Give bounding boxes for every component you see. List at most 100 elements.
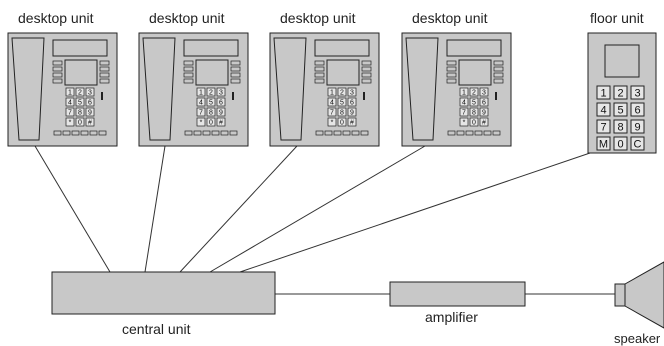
top-display <box>183 39 239 57</box>
soft-key <box>446 60 457 66</box>
keypad-key-label: 4 <box>330 100 334 107</box>
keypad-key <box>216 107 226 117</box>
floor-key-label: 0 <box>617 139 623 151</box>
indicator <box>101 92 103 100</box>
floor-unit-label: floor unit <box>590 10 644 26</box>
soft-key <box>99 78 110 84</box>
keypad-key-label: 6 <box>350 100 354 107</box>
keypad-key-label: 3 <box>219 90 223 97</box>
handset <box>11 37 45 141</box>
soft-key <box>361 66 372 72</box>
keypad-key <box>327 97 337 107</box>
keypad-key-label: 6 <box>219 100 223 107</box>
keypad-key <box>479 87 489 97</box>
function-key <box>483 130 492 136</box>
floor-key-label: 4 <box>600 105 606 117</box>
keypad-key-label: 5 <box>209 100 213 107</box>
speaker-cone <box>624 261 664 329</box>
keypad-key <box>75 117 85 127</box>
soft-key <box>99 60 110 66</box>
soft-key <box>314 78 325 84</box>
floor-key-label: 9 <box>634 122 640 134</box>
desktop-unit-label: desktop unit <box>280 10 356 26</box>
soft-key <box>99 66 110 72</box>
floor-key-label: 3 <box>634 88 640 100</box>
amplifier: amplifier <box>389 281 526 325</box>
function-key <box>324 130 333 136</box>
floor-key <box>613 136 628 151</box>
keypad-key <box>327 117 337 127</box>
soft-key <box>183 72 194 78</box>
soft-key <box>446 66 457 72</box>
keypad-key-label: 7 <box>462 110 466 117</box>
keypad-key-label: 5 <box>340 100 344 107</box>
keypad-key-label: 7 <box>68 110 72 117</box>
floor-key-label: 2 <box>617 88 623 100</box>
function-key <box>193 130 202 136</box>
soft-key <box>361 78 372 84</box>
keypad-key-label: 0 <box>209 120 213 127</box>
handset <box>273 37 307 141</box>
keypad-key <box>469 87 479 97</box>
amplifier-box <box>389 281 526 307</box>
soft-key <box>314 66 325 72</box>
keypad-key <box>206 87 216 97</box>
central-unit: central unit <box>51 271 276 337</box>
function-key <box>474 130 483 136</box>
function-key <box>492 130 501 136</box>
keypad-key <box>469 107 479 117</box>
keypad-key-label: # <box>88 120 92 127</box>
floor-key-label: 1 <box>600 88 606 100</box>
keypad-key <box>479 107 489 117</box>
function-key <box>80 130 89 136</box>
keypad-key-label: 1 <box>68 90 72 97</box>
keypad-key-label: 8 <box>340 110 344 117</box>
keypad-key-label: 9 <box>219 110 223 117</box>
soft-key <box>52 60 63 66</box>
function-key <box>71 130 80 136</box>
speaker-label: speaker <box>614 331 661 346</box>
keypad-key <box>347 87 357 97</box>
link-desktop-2-central <box>144 145 166 273</box>
keypad-key-label: 4 <box>462 100 466 107</box>
speaker-magnet <box>614 283 626 307</box>
keypad-key <box>65 87 75 97</box>
function-key <box>229 130 238 136</box>
soft-key <box>52 78 63 84</box>
keypad-key <box>75 97 85 107</box>
keypad-key-label: 3 <box>88 90 92 97</box>
keypad-key <box>459 97 469 107</box>
keypad-key-label: 6 <box>482 100 486 107</box>
keypad-key-label: 2 <box>472 90 476 97</box>
keypad-key <box>337 107 347 117</box>
function-key <box>211 130 220 136</box>
keypad-key-label: * <box>463 120 466 127</box>
keypad-key-label: 0 <box>472 120 476 127</box>
soft-key <box>361 60 372 66</box>
keypad-key-label: 9 <box>88 110 92 117</box>
function-key <box>220 130 229 136</box>
handset <box>142 37 176 141</box>
function-key <box>184 130 193 136</box>
keypad-key-label: 1 <box>330 90 334 97</box>
keypad-key <box>459 87 469 97</box>
top-display <box>446 39 502 57</box>
keypad-key-label: 8 <box>209 110 213 117</box>
keypad-key <box>337 117 347 127</box>
function-key <box>351 130 360 136</box>
keypad-key-label: 4 <box>68 100 72 107</box>
keypad-key <box>206 107 216 117</box>
keypad-key <box>75 107 85 117</box>
connection-lines <box>34 145 615 295</box>
keypad-key-label: 9 <box>482 110 486 117</box>
speaker: speaker <box>614 261 664 346</box>
keypad-key-label: 2 <box>209 90 213 97</box>
floor-key <box>630 119 645 134</box>
function-key <box>360 130 369 136</box>
keypad-key <box>196 97 206 107</box>
link-desktop-3-central <box>179 145 298 273</box>
